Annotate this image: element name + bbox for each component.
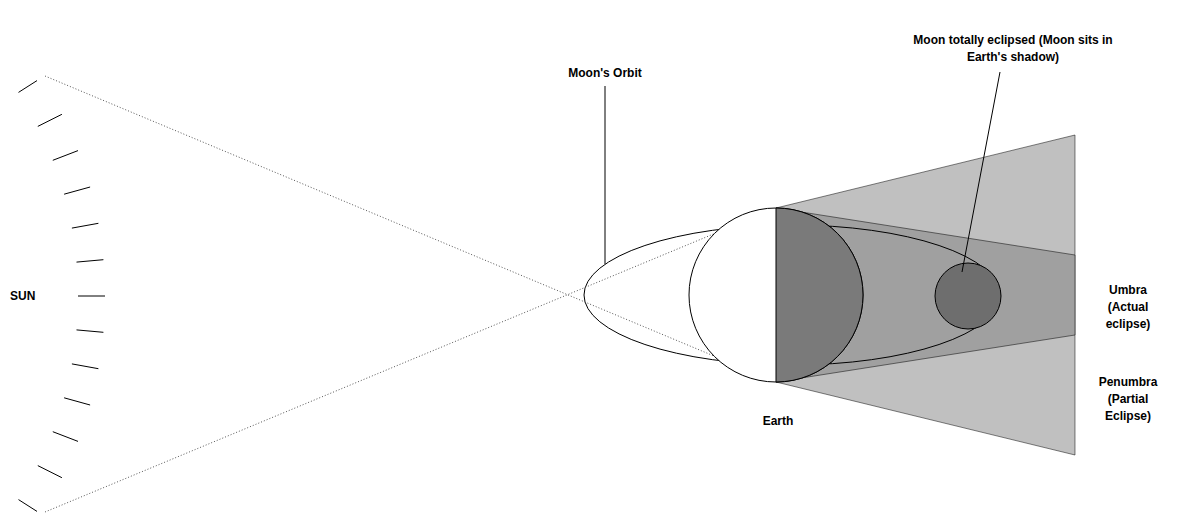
earth-label: Earth	[763, 413, 794, 430]
sun-tick	[72, 223, 99, 228]
moon-callout: Moon totally eclipsed (Moon sits in Eart…	[913, 32, 1113, 66]
moon-circle	[935, 263, 1001, 329]
sun-ray	[45, 76, 776, 382]
orbit-callout: Moon's Orbit	[568, 65, 642, 82]
sun-tick	[78, 296, 105, 297]
sun-tick	[53, 432, 78, 442]
sun-tick	[77, 330, 104, 332]
sun-tick	[38, 466, 62, 478]
penumbra-shadow	[776, 135, 1075, 455]
leader-line	[962, 72, 1000, 272]
umbra-shadow	[776, 208, 1075, 382]
earth-night-side	[776, 208, 863, 382]
sun-tick	[64, 398, 90, 405]
sun-tick	[38, 114, 62, 126]
leader-line	[605, 86, 606, 264]
sun-label: SUN	[10, 288, 35, 305]
sun-tick	[53, 151, 78, 161]
sun-tick	[19, 81, 38, 93]
sun-ray	[45, 208, 776, 512]
penumbra-label: Penumbra (Partial Eclipse)	[1093, 374, 1163, 425]
sun-tick	[19, 500, 38, 512]
sun-tick	[72, 364, 99, 369]
sun-tick	[77, 260, 104, 262]
sun-tick	[64, 187, 90, 194]
earth-circle	[689, 208, 863, 382]
umbra-label: Umbra (Actual eclipse)	[1093, 282, 1163, 333]
